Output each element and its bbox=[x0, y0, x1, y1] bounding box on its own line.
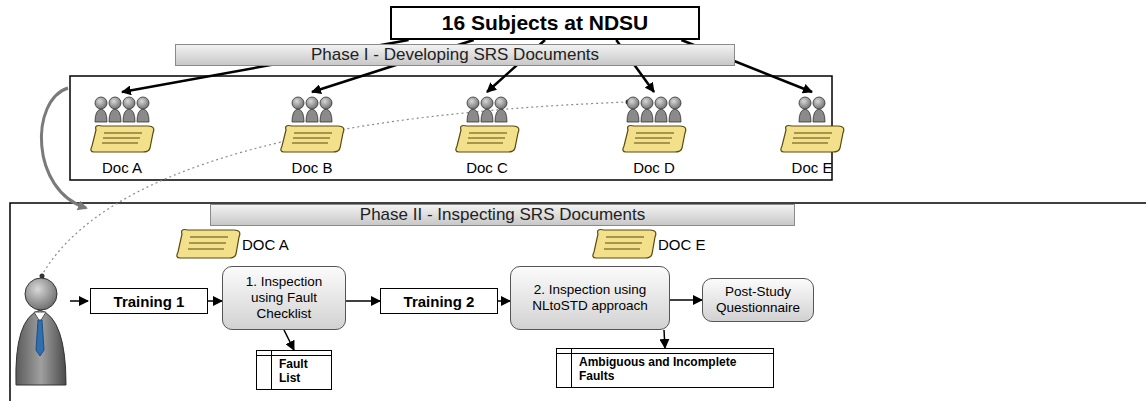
document-label: DOC E bbox=[658, 236, 706, 253]
node-text: Ambiguous and Incomplete Faults bbox=[579, 355, 767, 383]
process-box: 2. Inspection using NLtoSTD approach bbox=[510, 266, 670, 330]
connector bbox=[664, 330, 665, 348]
document-group: Doc C bbox=[445, 92, 529, 176]
document-group: Doc E bbox=[770, 92, 854, 176]
dotted-link bbox=[42, 102, 628, 275]
connector bbox=[208, 300, 222, 302]
node-text: Post-Study Questionnaire bbox=[709, 284, 807, 316]
process-box: 1. Inspection using Fault Checklist bbox=[222, 266, 346, 330]
connector bbox=[284, 330, 294, 350]
table-rule bbox=[557, 353, 773, 354]
training-box: Training 1 bbox=[90, 288, 208, 314]
phase-band: Phase I - Developing SRS Documents bbox=[175, 44, 735, 66]
result-table: Fault List bbox=[256, 350, 332, 390]
node-text: Doc C bbox=[466, 159, 508, 176]
node-text: Doc E bbox=[792, 159, 833, 176]
phase-frame bbox=[10, 203, 1146, 401]
title-box: 16 Subjects at NDSU bbox=[390, 6, 700, 40]
connector bbox=[670, 299, 702, 301]
table-rule bbox=[571, 349, 572, 387]
node-text: Training 2 bbox=[404, 293, 475, 310]
result-table: Ambiguous and Incomplete Faults bbox=[556, 348, 774, 388]
process-box: Post-Study Questionnaire bbox=[702, 278, 814, 322]
connector bbox=[498, 300, 510, 302]
training-box: Training 2 bbox=[380, 288, 498, 314]
flow-arrow bbox=[70, 300, 88, 302]
node-text: 2. Inspection using NLtoSTD approach bbox=[517, 282, 663, 314]
person-icon bbox=[16, 278, 66, 385]
node-text: Doc D bbox=[633, 159, 675, 176]
table-rule bbox=[271, 351, 272, 389]
node-text: Doc B bbox=[292, 159, 333, 176]
node-text: Phase II - Inspecting SRS Documents bbox=[360, 205, 645, 225]
connector bbox=[346, 300, 380, 302]
document-icon bbox=[177, 230, 240, 259]
node-text: Training 1 bbox=[114, 293, 185, 310]
document-group: Doc A bbox=[80, 92, 164, 176]
node-text: Phase I - Developing SRS Documents bbox=[311, 45, 599, 65]
phase-band: Phase II - Inspecting SRS Documents bbox=[210, 204, 795, 226]
document-group: Doc B bbox=[270, 92, 354, 176]
flow-arrow bbox=[41, 88, 86, 208]
table-rule bbox=[257, 355, 331, 356]
node-text: Doc A bbox=[102, 159, 142, 176]
node-text: Fault List bbox=[279, 357, 325, 385]
node-text: 16 Subjects at NDSU bbox=[442, 11, 649, 35]
phase-frame bbox=[70, 76, 832, 180]
document-group: Doc D bbox=[612, 92, 696, 176]
document-icon bbox=[593, 230, 656, 259]
document-label: DOC A bbox=[242, 236, 289, 253]
node-text: 1. Inspection using Fault Checklist bbox=[229, 274, 339, 323]
